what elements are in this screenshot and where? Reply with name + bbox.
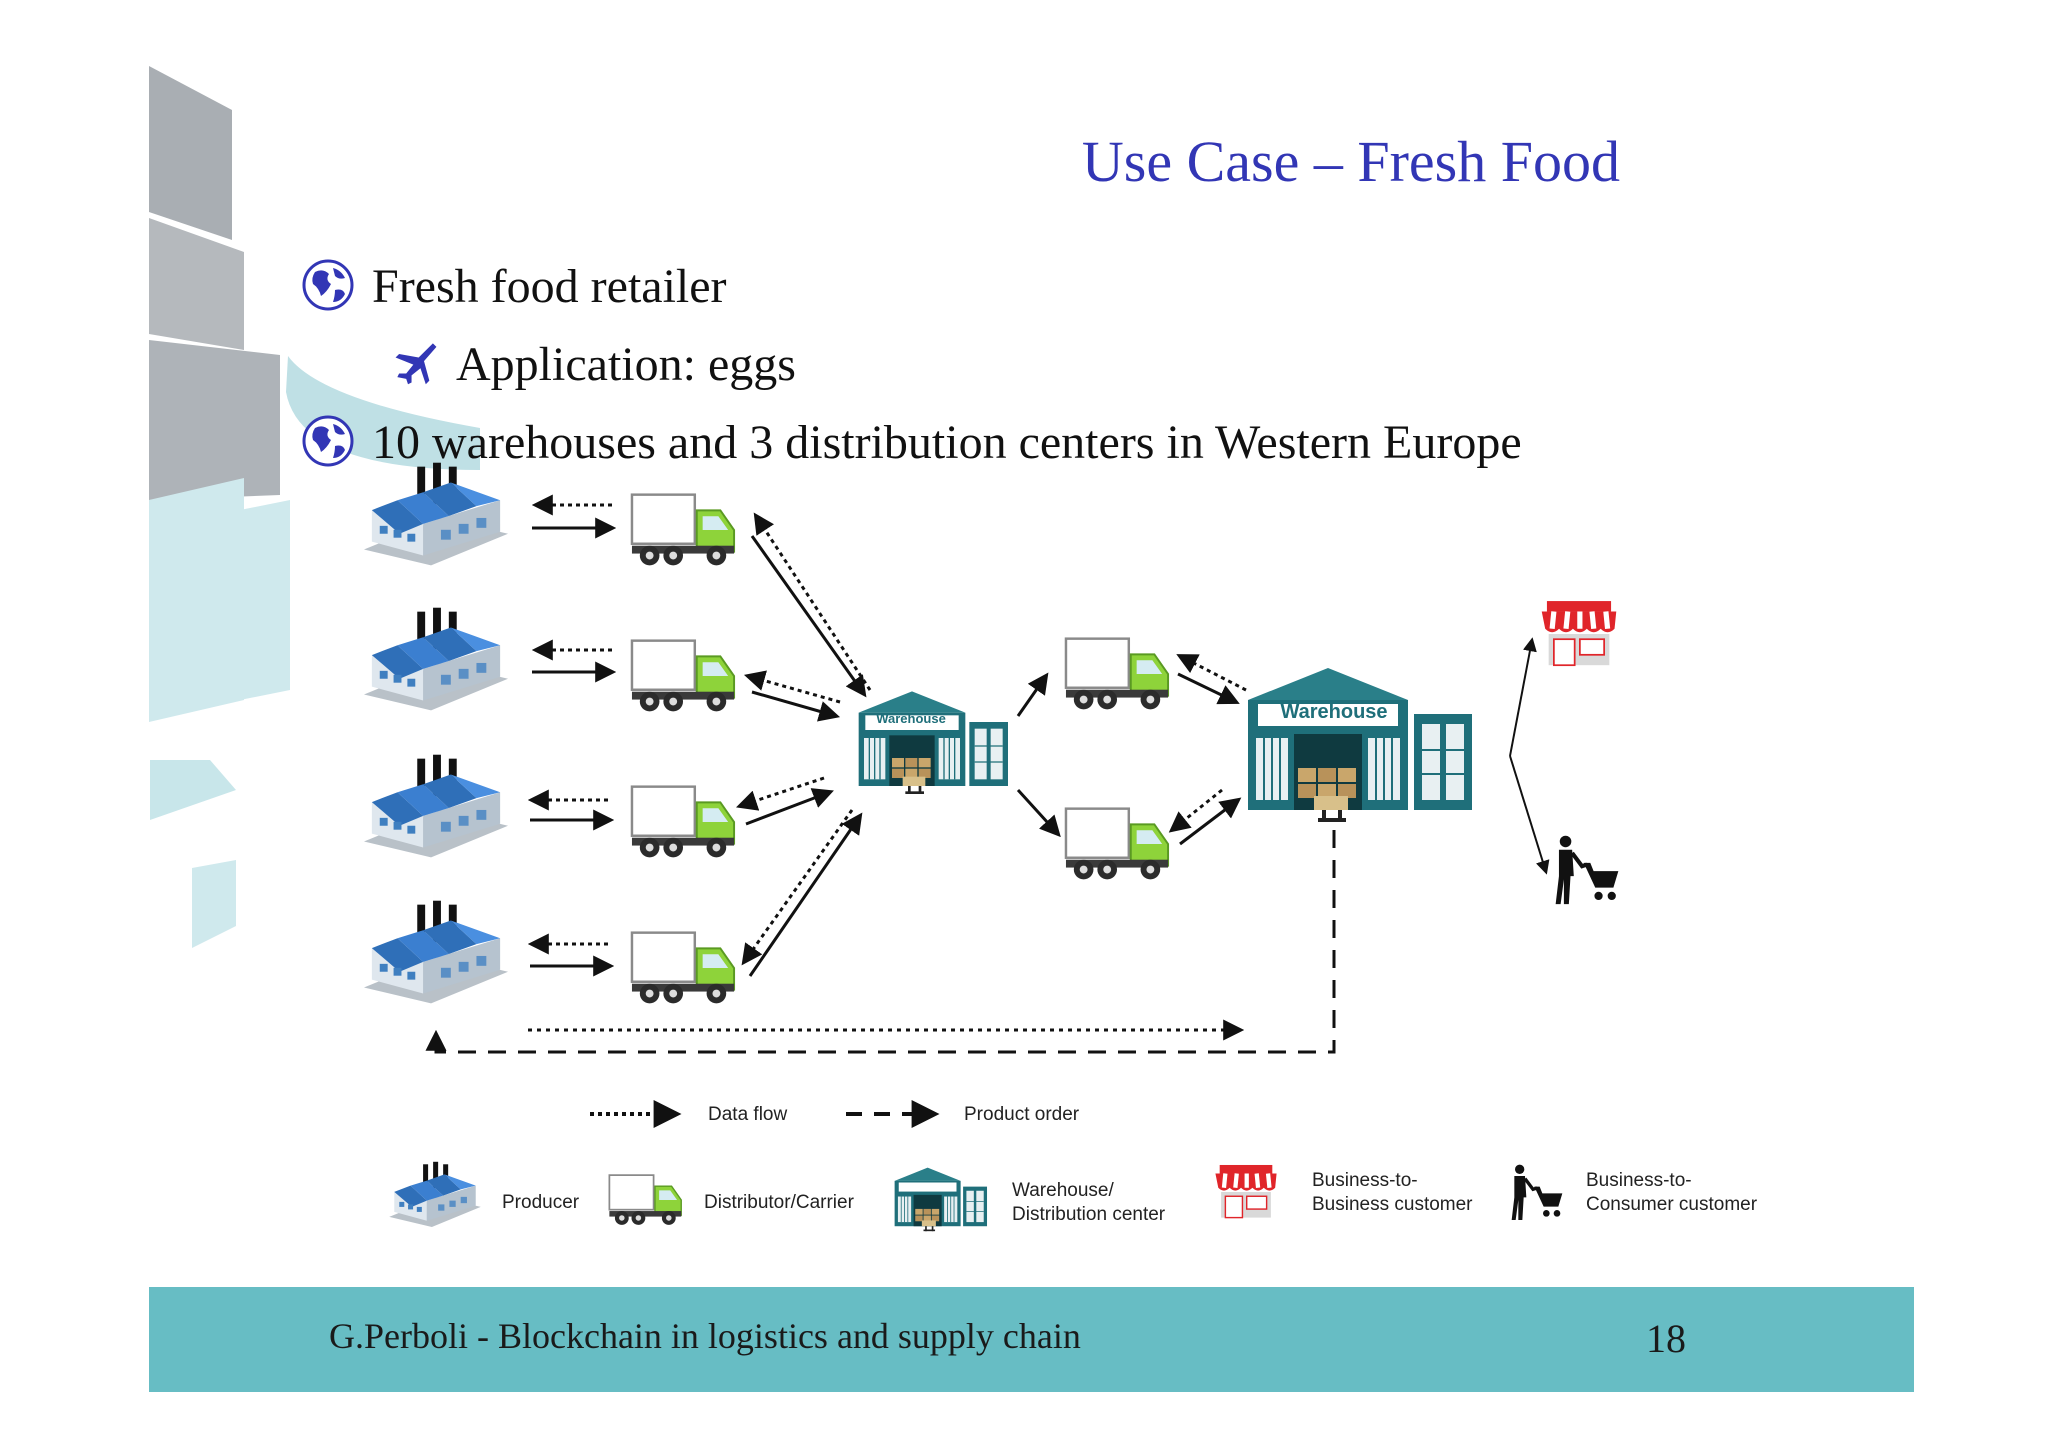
bullet-text: Application: eggs	[456, 338, 796, 391]
producer-factory-icon	[363, 607, 509, 711]
producer-factory-icon	[363, 900, 509, 1004]
truck-icon	[630, 931, 736, 1005]
legend-distributor-label: Distributor/Carrier	[704, 1192, 855, 1213]
bullet-text: 10 warehouses and 3 distribution centers…	[372, 416, 1522, 469]
truck-icon	[630, 639, 736, 713]
truck-icon	[630, 785, 736, 859]
truck-icon	[1064, 637, 1170, 711]
page-number: 18	[1646, 1316, 1686, 1361]
truck-warehouse-arrows	[736, 512, 872, 977]
legend-flow: Data flow Product order	[590, 1100, 1080, 1128]
truck-icon	[608, 1174, 683, 1226]
shop-icon	[1215, 1165, 1276, 1218]
legend-b2b-label-line1: Business-to-	[1312, 1170, 1418, 1191]
shopper-icon	[1556, 836, 1619, 904]
legend-b2c-label-line2: Consumer customer	[1586, 1194, 1758, 1215]
producer-factory-icon	[363, 754, 509, 858]
legend-entities: Producer Distributor/Carrier Warehouse/ …	[389, 1161, 1758, 1232]
producers-column	[363, 462, 509, 1004]
warehouse-sign-label: Warehouse	[1280, 701, 1387, 723]
airplane-icon	[395, 343, 437, 385]
legend-b2b-label-line2: Business customer	[1312, 1194, 1473, 1215]
globe-icon	[302, 415, 354, 467]
legend-producer-label: Producer	[502, 1192, 580, 1213]
legend-warehouse-label-line1: Warehouse/	[1012, 1180, 1114, 1201]
warehouse-icon	[857, 690, 1009, 795]
distribution-center-icon	[1247, 667, 1473, 823]
truck-icon	[1064, 807, 1170, 881]
legend-product-order-label: Product order	[964, 1104, 1080, 1125]
page-title: Use Case – Fresh Food	[1081, 129, 1620, 194]
warehouse-icon	[894, 1167, 988, 1232]
legend-warehouse-label-line2: Distribution center	[1012, 1204, 1166, 1225]
producer-factory-icon	[363, 462, 509, 566]
producer-truck-arrows	[527, 494, 617, 977]
producer-factory-icon	[389, 1161, 481, 1227]
bullet-text: Fresh food retailer	[372, 260, 727, 313]
legend-data-flow-label: Data flow	[708, 1104, 787, 1125]
truck-icon	[630, 493, 736, 567]
legend-b2c-label-line1: Business-to-	[1586, 1170, 1692, 1191]
return-flow-arrows	[425, 830, 1336, 1054]
footer-text: G.Perboli - Blockchain in logistics and …	[329, 1316, 1081, 1356]
globe-icon	[302, 259, 354, 311]
warehouse-sign-label: Warehouse	[876, 711, 946, 726]
distributor-trucks-column	[630, 493, 736, 1005]
customer-arrows	[1509, 637, 1550, 875]
footer-bar: G.Perboli - Blockchain in logistics and …	[149, 1287, 1914, 1392]
shopper-icon	[1510, 1164, 1564, 1222]
warehouse-distribution-arrows	[1016, 654, 1247, 846]
shop-icon	[1542, 601, 1617, 665]
